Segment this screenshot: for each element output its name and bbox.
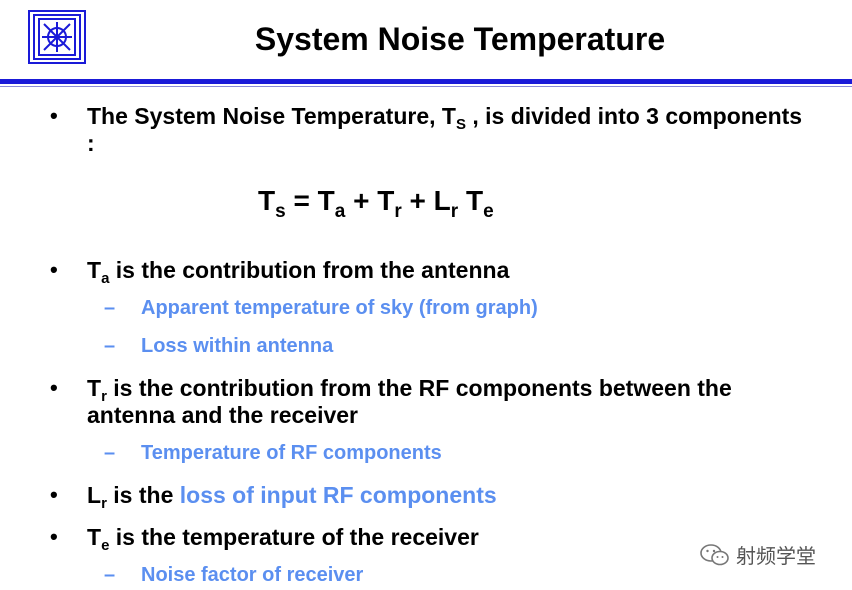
item-ta: Ta is the contribution from the antenna [87,257,510,287]
noise-temperature-formula: Ts = Ta + Tr + Lr Te [258,185,494,222]
university-logo [28,10,86,64]
watermark-text: 射频学堂 [736,546,816,568]
watermark: 射频学堂 [700,540,816,569]
item-lr: Lr is the loss of input RF components [87,482,497,512]
subitem-antenna-loss: Loss within antenna [141,335,334,357]
bullet: • [50,524,58,549]
dash: – [104,297,116,319]
header-rule-thin [0,86,852,87]
bullet: • [50,482,58,507]
dash: – [104,335,116,357]
subitem-rf-temperature: Temperature of RF components [141,442,442,464]
intro-text: The System Noise Temperature, TS , is di… [87,103,803,156]
page-title: System Noise Temperature [254,21,666,57]
header-rule [0,79,852,84]
wechat-icon [700,543,729,565]
bullet: • [50,257,58,282]
dash: – [104,564,116,586]
bullet: • [50,103,58,128]
subitem-sky-temperature: Apparent temperature of sky (from graph) [141,297,538,319]
item-tr: Tr is the contribution from the RF compo… [87,375,732,428]
subitem-noise-factor: Noise factor of receiver [141,564,364,586]
item-te: Te is the temperature of the receiver [87,524,479,554]
dash: – [104,442,116,464]
bullet: • [50,375,58,400]
